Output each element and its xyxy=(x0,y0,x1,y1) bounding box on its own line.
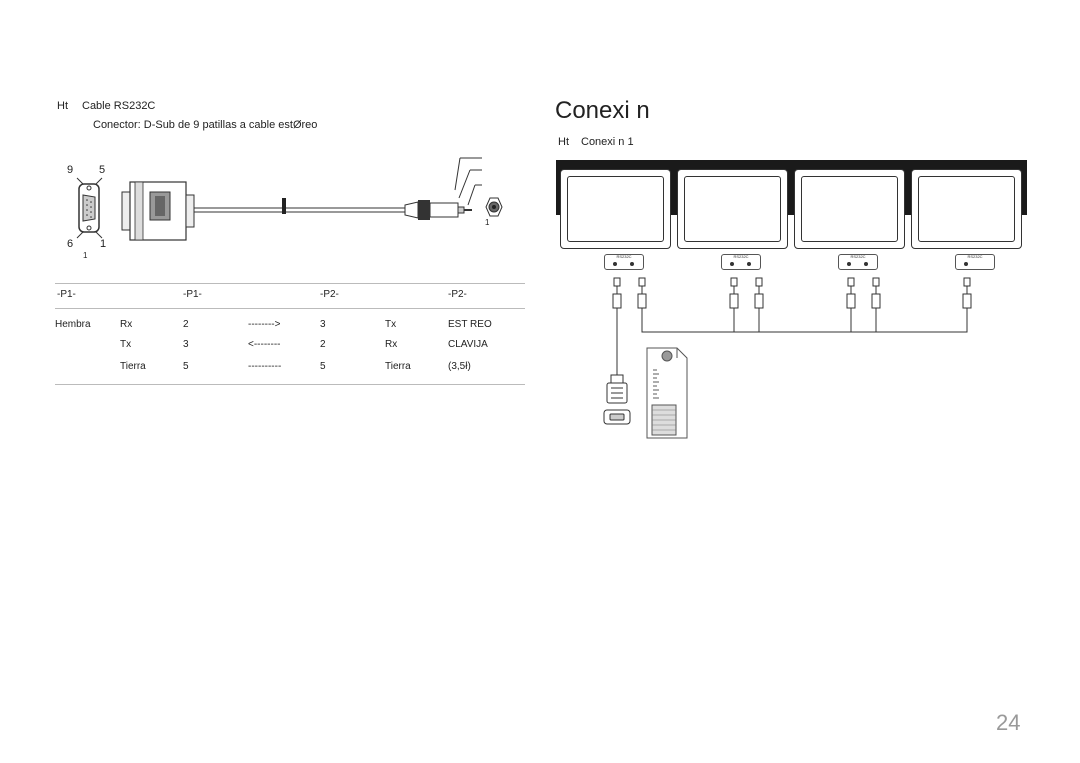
table-cell: <-------- xyxy=(248,339,281,350)
monitor-screen xyxy=(918,176,1015,242)
table-cell: (3,5ł) xyxy=(448,361,471,372)
table-cell: Tx xyxy=(385,319,397,330)
monitor xyxy=(794,169,905,249)
pc-tower-icon xyxy=(646,347,688,439)
table-rule-bottom xyxy=(55,384,525,385)
monitor-screen xyxy=(801,176,898,242)
port-out-jack-icon xyxy=(747,262,751,266)
monitor xyxy=(911,169,1022,249)
table-cell: 5 xyxy=(183,361,189,372)
connector-description: Conector: D-Sub de 9 patillas a cable es… xyxy=(93,119,318,131)
table-cell: Hembra xyxy=(55,319,91,330)
page-number: 24 xyxy=(996,710,1021,735)
monitor-screen xyxy=(567,176,664,242)
pin-label-1: 1 xyxy=(100,238,107,250)
port-label: RS232C xyxy=(616,254,632,259)
jack-end-icon xyxy=(485,197,503,217)
item-marker: Ht xyxy=(57,100,68,112)
table-cell: 5 xyxy=(320,361,326,372)
table-cell: ---------- xyxy=(248,361,282,372)
table-header-p1-b: -P1- xyxy=(183,289,202,300)
port-out-jack-icon xyxy=(630,262,634,266)
table-cell: Rx xyxy=(120,319,133,330)
port-label: RS232C xyxy=(850,254,866,259)
rs232c-port: RS232C xyxy=(721,254,761,270)
item-marker-right: Ht xyxy=(558,136,569,148)
table-cell: CLAVIJA xyxy=(448,339,488,350)
table-header-p2-a: -P2- xyxy=(320,289,339,300)
monitor xyxy=(677,169,788,249)
monitor xyxy=(560,169,671,249)
table-cell: --------> xyxy=(248,319,281,330)
port-out-jack-icon xyxy=(864,262,868,266)
table-cell: 3 xyxy=(183,339,189,350)
table-cell: 2 xyxy=(183,319,189,330)
port-in-jack-icon xyxy=(847,262,851,266)
port-label: RS232C xyxy=(733,254,749,259)
table-header-p1-a: -P1- xyxy=(57,289,76,300)
table-cell: 3 xyxy=(320,319,326,330)
subsection-title: Conexi n 1 xyxy=(581,136,634,148)
port-label: RS232C xyxy=(967,254,983,259)
rs232c-cable-diagram xyxy=(76,157,503,241)
table-cell: 2 xyxy=(320,339,326,350)
table-cell: Tierra xyxy=(385,361,411,372)
rs232c-port: RS232C xyxy=(955,254,995,270)
monitor-screen xyxy=(684,176,781,242)
rs232c-port: RS232C xyxy=(604,254,644,270)
daisy-chain-cabling-diagram xyxy=(603,277,972,439)
dsub-connector-icon xyxy=(121,181,195,241)
dsub-face-icon xyxy=(76,177,103,239)
table-rule-top xyxy=(55,283,525,284)
table-cell: Tierra xyxy=(120,361,146,372)
jack-pin-label: 1 xyxy=(485,218,490,227)
pin-label-6: 6 xyxy=(67,238,74,250)
table-cell: Tx xyxy=(120,339,132,350)
pin-label-below: 1 xyxy=(83,251,88,260)
port-in-jack-icon xyxy=(613,262,617,266)
table-cell: EST REO xyxy=(448,319,492,330)
pin-label-5: 5 xyxy=(99,164,106,176)
section-title: Conexi n xyxy=(555,97,650,124)
port-in-jack-icon xyxy=(730,262,734,266)
port-in-jack-icon xyxy=(964,262,968,266)
stereo-plug-icon xyxy=(404,157,482,220)
table-cell: Rx xyxy=(385,339,398,350)
pin-label-9: 9 xyxy=(67,164,74,176)
cable-title: Cable RS232C xyxy=(82,100,156,112)
rs232c-port: RS232C xyxy=(838,254,878,270)
table-header-p2-b: -P2- xyxy=(448,289,467,300)
table-rule-header xyxy=(55,308,525,309)
